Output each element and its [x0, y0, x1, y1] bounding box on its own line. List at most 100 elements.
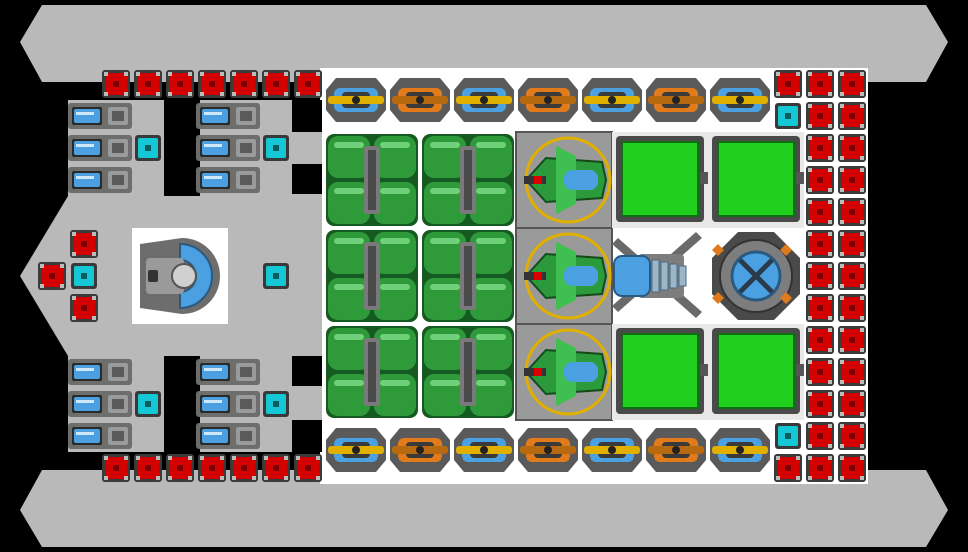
blue-cannon-turret[interactable]: [582, 78, 642, 122]
blue-thruster[interactable]: [196, 359, 260, 385]
top-hull-plate: [20, 5, 948, 82]
green-fuel-tank[interactable]: [422, 230, 514, 322]
orange-shield-generator[interactable]: [712, 232, 800, 320]
hull-gap: [292, 164, 322, 194]
green-missile-launcher[interactable]: [515, 227, 613, 325]
armor-block[interactable]: [806, 326, 834, 354]
blue-cannon-turret[interactable]: [326, 78, 386, 122]
armor-block[interactable]: [838, 358, 866, 386]
armor-block[interactable]: [838, 262, 866, 290]
blue-cannon-turret[interactable]: [710, 428, 770, 472]
orange-cannon-turret[interactable]: [390, 428, 450, 472]
blue-thruster[interactable]: [68, 103, 132, 129]
blue-thruster[interactable]: [68, 135, 132, 161]
hull-gap: [292, 420, 322, 452]
green-missile-launcher[interactable]: [515, 323, 613, 421]
blue-cannon-turret[interactable]: [710, 78, 770, 122]
armor-block[interactable]: [230, 70, 258, 98]
armor-block[interactable]: [38, 262, 66, 290]
blue-thruster[interactable]: [196, 135, 260, 161]
green-missile-launcher[interactable]: [515, 131, 613, 229]
cyan-connector[interactable]: [71, 263, 97, 289]
armor-block[interactable]: [102, 454, 130, 482]
armor-block[interactable]: [838, 230, 866, 258]
orange-cannon-turret[interactable]: [646, 428, 706, 472]
orange-cannon-turret[interactable]: [390, 78, 450, 122]
armor-block[interactable]: [806, 390, 834, 418]
green-fuel-tank[interactable]: [422, 134, 514, 226]
blue-thruster[interactable]: [68, 167, 132, 193]
cyan-connector[interactable]: [775, 423, 801, 449]
armor-block[interactable]: [166, 454, 194, 482]
green-fuel-tank[interactable]: [326, 134, 418, 226]
green-fuel-tank[interactable]: [326, 230, 418, 322]
green-cargo-pad[interactable]: [708, 132, 804, 228]
armor-block[interactable]: [838, 102, 866, 130]
armor-block[interactable]: [806, 294, 834, 322]
blue-cannon-turret[interactable]: [582, 428, 642, 472]
armor-block[interactable]: [134, 454, 162, 482]
armor-block[interactable]: [166, 70, 194, 98]
blue-cannon-turret[interactable]: [454, 428, 514, 472]
armor-block[interactable]: [838, 422, 866, 450]
armor-block[interactable]: [294, 454, 322, 482]
cyan-connector[interactable]: [135, 391, 161, 417]
armor-block[interactable]: [806, 230, 834, 258]
armor-block[interactable]: [70, 294, 98, 322]
orange-cannon-turret[interactable]: [518, 78, 578, 122]
modules-layer: [38, 70, 866, 482]
green-cargo-pad[interactable]: [708, 324, 804, 420]
armor-block[interactable]: [806, 134, 834, 162]
armor-block[interactable]: [838, 390, 866, 418]
cyan-connector[interactable]: [263, 263, 289, 289]
armor-block[interactable]: [134, 70, 162, 98]
blue-reactor-core[interactable]: [612, 232, 702, 318]
cockpit-module[interactable]: [132, 228, 228, 324]
armor-block[interactable]: [838, 454, 866, 482]
orange-cannon-turret[interactable]: [518, 428, 578, 472]
cyan-connector[interactable]: [135, 135, 161, 161]
armor-block[interactable]: [230, 454, 258, 482]
armor-block[interactable]: [262, 454, 290, 482]
armor-block[interactable]: [198, 454, 226, 482]
blue-thruster[interactable]: [196, 391, 260, 417]
armor-block[interactable]: [198, 70, 226, 98]
blue-thruster[interactable]: [196, 167, 260, 193]
armor-block[interactable]: [806, 454, 834, 482]
blue-thruster[interactable]: [68, 423, 132, 449]
armor-block[interactable]: [70, 230, 98, 258]
armor-block[interactable]: [806, 358, 834, 386]
armor-block[interactable]: [806, 262, 834, 290]
armor-block[interactable]: [774, 454, 802, 482]
armor-block[interactable]: [806, 102, 834, 130]
green-cargo-pad[interactable]: [612, 324, 708, 420]
armor-block[interactable]: [262, 70, 290, 98]
green-fuel-tank[interactable]: [422, 326, 514, 418]
blue-thruster[interactable]: [68, 391, 132, 417]
armor-block[interactable]: [838, 166, 866, 194]
armor-block[interactable]: [838, 70, 866, 98]
blue-thruster[interactable]: [196, 423, 260, 449]
armor-block[interactable]: [838, 326, 866, 354]
cyan-connector[interactable]: [263, 135, 289, 161]
armor-block[interactable]: [806, 422, 834, 450]
armor-block[interactable]: [806, 198, 834, 226]
armor-block[interactable]: [806, 70, 834, 98]
armor-block[interactable]: [838, 294, 866, 322]
armor-block[interactable]: [294, 70, 322, 98]
armor-block[interactable]: [838, 198, 866, 226]
green-fuel-tank[interactable]: [326, 326, 418, 418]
armor-block[interactable]: [774, 70, 802, 98]
cyan-connector[interactable]: [775, 103, 801, 129]
blue-thruster[interactable]: [68, 359, 132, 385]
blue-cannon-turret[interactable]: [454, 78, 514, 122]
armor-block[interactable]: [838, 134, 866, 162]
armor-block[interactable]: [102, 70, 130, 98]
armor-block[interactable]: [806, 166, 834, 194]
blue-cannon-turret[interactable]: [326, 428, 386, 472]
cyan-connector[interactable]: [263, 391, 289, 417]
blue-thruster[interactable]: [196, 103, 260, 129]
orange-cannon-turret[interactable]: [646, 78, 706, 122]
green-cargo-pad[interactable]: [612, 132, 708, 228]
